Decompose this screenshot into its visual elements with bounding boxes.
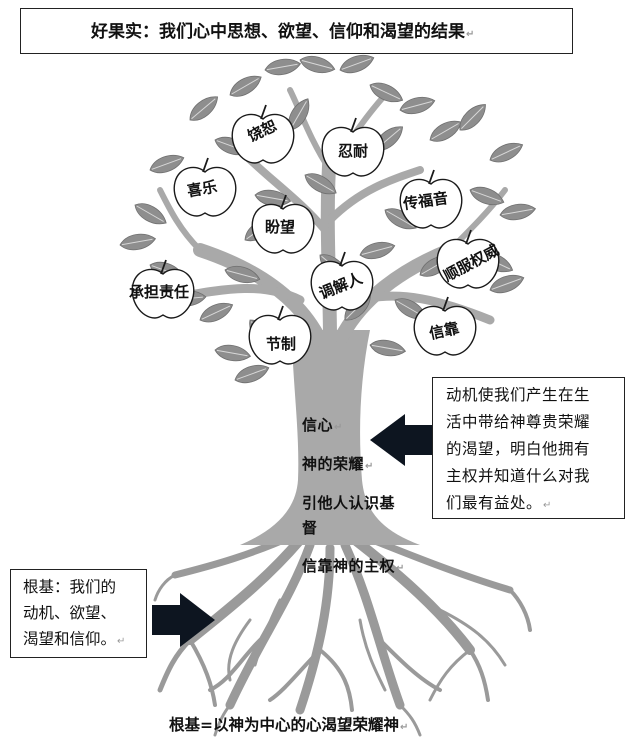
fruit-label-self-control: 节制 xyxy=(266,335,297,353)
arrow-left xyxy=(370,414,433,466)
root-line: 渴望和信仰。↵ xyxy=(23,630,126,648)
motive-line: 的渴望，明白他拥有 xyxy=(446,440,591,458)
fruit-label-responsibility: 承担责任 xyxy=(129,283,190,301)
root-line: 动机、欲望、 xyxy=(23,604,117,622)
motive-line: 活中带给神尊贵荣耀 xyxy=(446,413,591,431)
trunk-label-lead-others: 引他人认识基 xyxy=(302,494,396,512)
arrow-right xyxy=(152,593,215,647)
bottom-caption: 根基=以神为中心的心渴望荣耀神↵ xyxy=(169,716,409,734)
trunk-label-lead-others-cont: 督 xyxy=(302,519,318,537)
trunk-label-glory: 神的荣耀↵ xyxy=(302,455,374,473)
motive-line: 们最有益处。↵ xyxy=(446,494,552,512)
motive-line: 动机使我们产生在生 xyxy=(446,386,591,404)
motive-line: 主权并知道什么对我 xyxy=(446,467,591,485)
root-line: 根基：我们的 xyxy=(23,578,117,596)
title-box: 好果实：我们心中思想、欲望、信仰和渴望的结果↵ xyxy=(20,8,573,54)
motive-textbox: 动机使我们产生在生 活中带给神尊贵荣耀 的渴望，明白他拥有 主权并知道什么对我 … xyxy=(432,377,625,519)
trunk xyxy=(240,330,420,545)
fruit-label-patience: 忍耐 xyxy=(338,142,369,160)
trunk-label-sovereignty: 信靠神的主权↵ xyxy=(302,557,405,575)
root-textbox: 根基：我们的 动机、欲望、 渴望和信仰。↵ xyxy=(10,569,147,658)
title-text: 好果实：我们心中思想、欲望、信仰和渴望的结果 xyxy=(91,22,465,42)
fruit-label-hope: 盼望 xyxy=(265,218,296,236)
trunk-label-faith: 信心↵ xyxy=(302,416,343,434)
